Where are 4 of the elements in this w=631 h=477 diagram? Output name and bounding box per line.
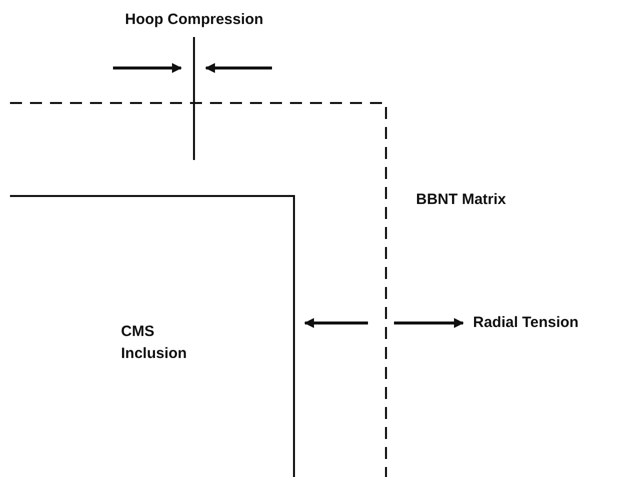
force-label: Radial Tension xyxy=(473,313,579,333)
region-label: BBNT Matrix xyxy=(416,190,506,210)
region-label: CMS Inclusion xyxy=(121,322,188,364)
force-label: Hoop Compression xyxy=(125,10,264,30)
